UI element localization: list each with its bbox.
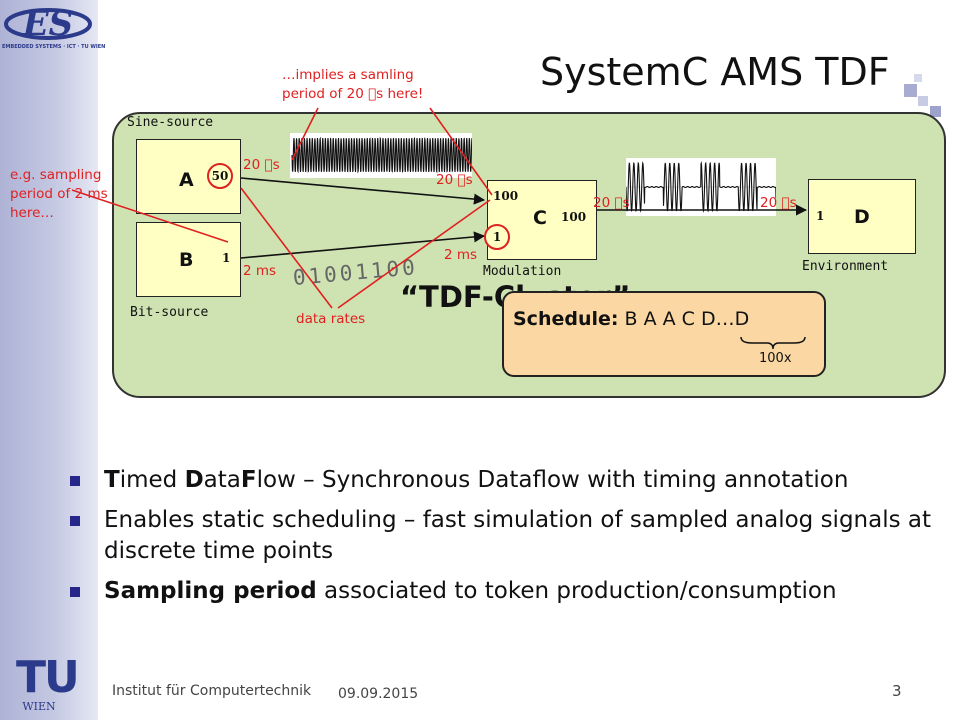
arrow-b-to-c [240, 231, 486, 259]
timing-c-in-bottom: 2 ms [444, 247, 478, 263]
timing-b-out: 2 ms [243, 263, 277, 279]
timing-c-in-top: 20  s [436, 172, 473, 188]
annotation-eg-line1: e.g. sampling [10, 167, 102, 183]
block-b-label: Bit-source [130, 305, 209, 320]
timing-a-out: 20  s [243, 157, 280, 173]
annotation-eg-line3: here… [10, 205, 54, 221]
timing-d-in: 20  s [760, 195, 797, 211]
schedule-line: Schedule: B A A C D…D [513, 308, 749, 330]
block-d-in-rate: 1 [816, 209, 825, 223]
annotation-implies: …implies a samling period of 20  s here! [282, 66, 423, 104]
tu-logo-caption: WIEN [22, 700, 56, 713]
block-c-label: Modulation [483, 264, 562, 279]
block-d-label: Environment [802, 259, 889, 274]
annotation-data-rates: data rates [296, 311, 366, 327]
schedule-sequence: B A A C D…D [624, 308, 750, 330]
bullet-text: Sampling period associated to token prod… [104, 578, 837, 604]
left-sidebar [0, 0, 98, 720]
bullet-item: Sampling period associated to token prod… [70, 576, 950, 607]
es-logo-graphic: ES [4, 4, 92, 44]
bullet-item: Timed DataFlow – Synchronous Dataflow wi… [70, 465, 950, 496]
decor-squares [870, 60, 960, 120]
block-a-label: Sine-source [127, 115, 214, 130]
block-c-in-rate-top: 100 [493, 189, 519, 203]
tu-logo: TU WIEN [16, 656, 86, 716]
tu-logo-text: TU [16, 652, 80, 703]
es-logo-text: ES [22, 4, 73, 44]
block-b-letter: B [179, 249, 194, 271]
bullet-square-icon [70, 476, 80, 486]
footer-date: 09.09.2015 [338, 686, 419, 702]
sine-waveform [290, 133, 472, 178]
block-d-letter: D [854, 206, 870, 228]
block-c-out-rate: 100 [561, 210, 587, 224]
modulated-waveform [626, 158, 776, 216]
schedule-brace [740, 336, 806, 350]
schedule-label: Schedule: [513, 308, 619, 330]
footer-page-number: 3 [892, 682, 902, 700]
schedule-repeat: 100x [759, 351, 792, 366]
block-a-out-port: 50 [207, 163, 233, 189]
block-b[interactable]: B 1 [136, 222, 241, 297]
block-b-port-rate: 1 [222, 251, 231, 265]
es-logo-caption: EMBEDDED SYSTEMS · ICT · TU WIEN [2, 44, 106, 50]
bullet-text: Enables static scheduling – fast simulat… [104, 507, 932, 564]
annotation-implies-line1: …implies a samling [282, 67, 414, 83]
block-a-port-rate: 50 [211, 169, 229, 183]
footer-institute: Institut für Computertechnik [112, 683, 312, 699]
annotation-implies-line2: period of 20  s here! [282, 86, 424, 102]
schedule-box: Schedule: B A A C D…D 100x [502, 291, 826, 377]
bullet-square-icon [70, 516, 80, 526]
arrow-a-to-c [240, 177, 486, 205]
block-c-in-port: 1 [484, 224, 510, 250]
block-c-letter: C [533, 207, 547, 229]
block-a-letter: A [179, 169, 194, 191]
bullet-list: Timed DataFlow – Synchronous Dataflow wi… [70, 465, 950, 616]
timing-c-out: 20  s [593, 195, 630, 211]
annotation-eg: e.g. sampling period of 2 ms here… [10, 166, 108, 223]
bullet-text: Timed DataFlow – Synchronous Dataflow wi… [104, 467, 849, 493]
slide-title: SystemC AMS TDF [540, 50, 890, 94]
annotation-eg-line2: period of 2 ms [10, 186, 108, 202]
block-d[interactable]: 1 D [808, 179, 916, 254]
block-c-in-rate-bottom: 1 [492, 230, 502, 244]
bullet-square-icon [70, 587, 80, 597]
bullet-item: Enables static scheduling – fast simulat… [70, 505, 950, 567]
es-logo: ES EMBEDDED SYSTEMS · ICT · TU WIEN [2, 2, 106, 52]
